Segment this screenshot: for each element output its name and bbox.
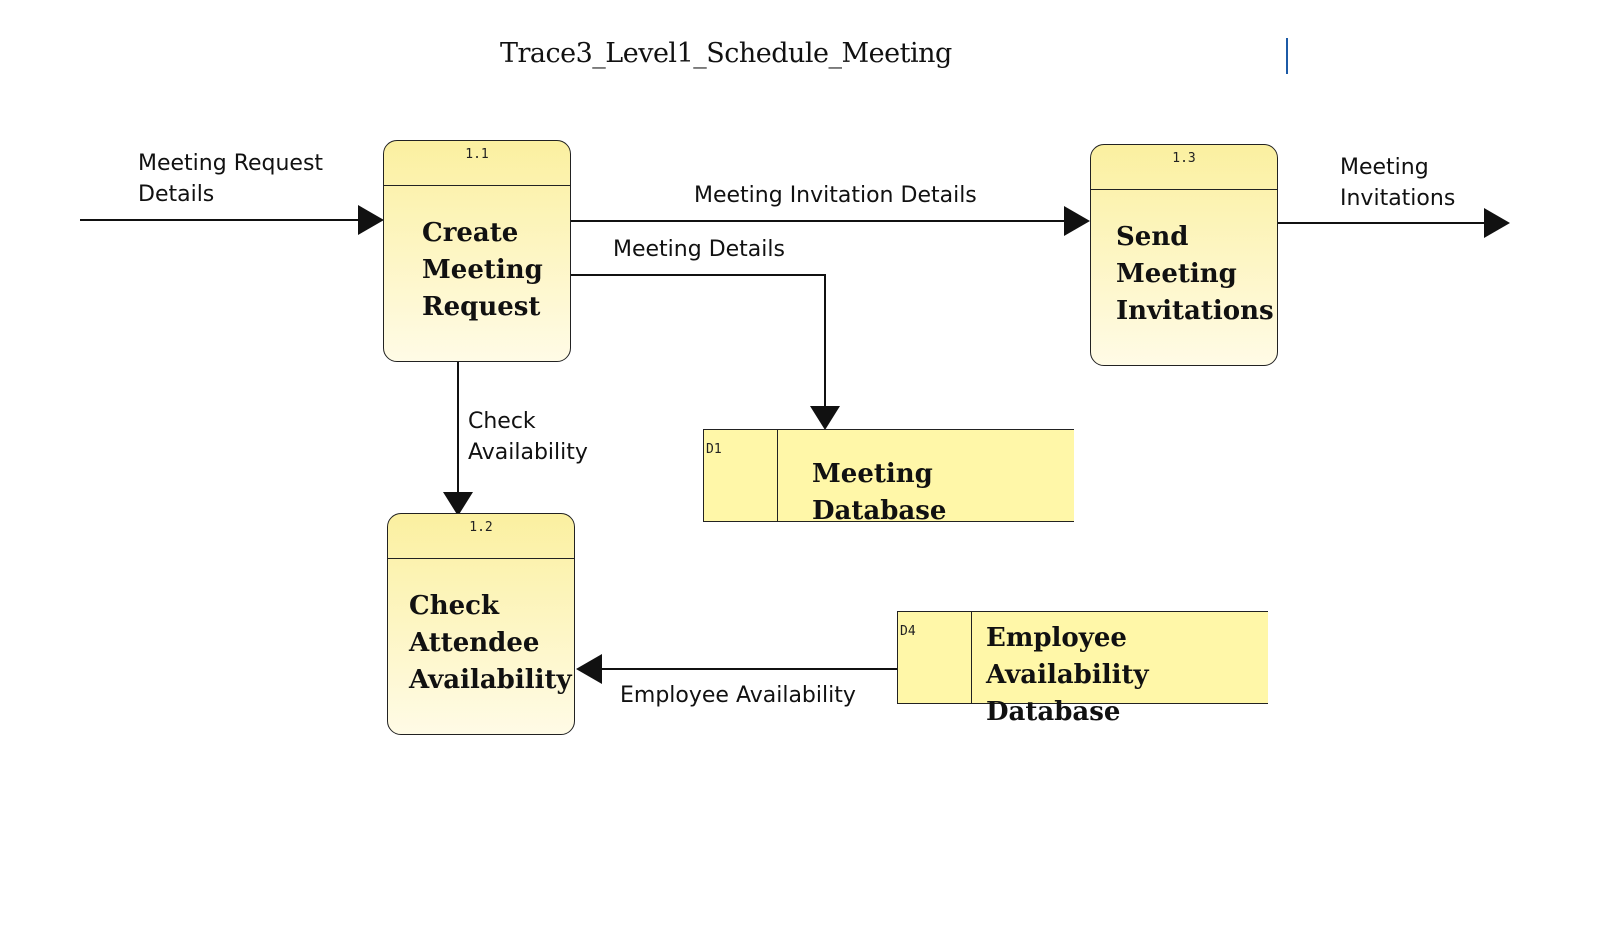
store-meeting-database[interactable]: D1 Meeting Database (703, 429, 1074, 526)
flow-label-check-availability: Check Availability (468, 409, 588, 465)
diagram-title: Trace3_Level1_Schedule_Meeting (500, 38, 952, 69)
process-name: Send Meeting Invitations (1116, 222, 1274, 326)
process-id: 1.1 (384, 141, 570, 186)
text-cursor (1286, 38, 1288, 74)
flow-meeting-details-arrow (570, 274, 826, 410)
flow-meeting-details-head (810, 406, 840, 430)
flow-invitation-details-head (1064, 206, 1090, 236)
flow-label-employee-availability: Employee Availability (620, 683, 856, 708)
flow-employee-availability-head (576, 654, 602, 684)
store-name: Employee Availability Database (986, 623, 1149, 727)
process-id: 1.2 (388, 514, 574, 559)
store-employee-availability-database[interactable]: D4 Employee Availability Database (897, 611, 1268, 727)
flow-invitations-head (1484, 208, 1510, 238)
store-name: Meeting Database (812, 459, 947, 526)
flow-check-availability-head (443, 492, 473, 516)
process-send-meeting-invitations[interactable]: 1.3 Send Meeting Invitations (1090, 144, 1278, 366)
process-name: Check Attendee Availability (409, 591, 572, 695)
process-check-attendee-availability[interactable]: 1.2 Check Attendee Availability (387, 513, 575, 735)
flow-label-meeting-request: Meeting Request Details (138, 151, 324, 207)
flow-label-meeting-invitations: Meeting Invitations (1340, 155, 1456, 211)
process-create-meeting-request[interactable]: 1.1 Create Meeting Request (383, 140, 571, 362)
flow-label-invitation-details: Meeting Invitation Details (694, 183, 977, 208)
process-name: Create Meeting Request (422, 218, 543, 322)
store-id: D1 (704, 430, 778, 521)
flow-meeting-request-head (358, 205, 384, 235)
process-id: 1.3 (1091, 145, 1277, 190)
flow-label-meeting-details: Meeting Details (613, 237, 785, 262)
store-id: D4 (898, 612, 972, 703)
